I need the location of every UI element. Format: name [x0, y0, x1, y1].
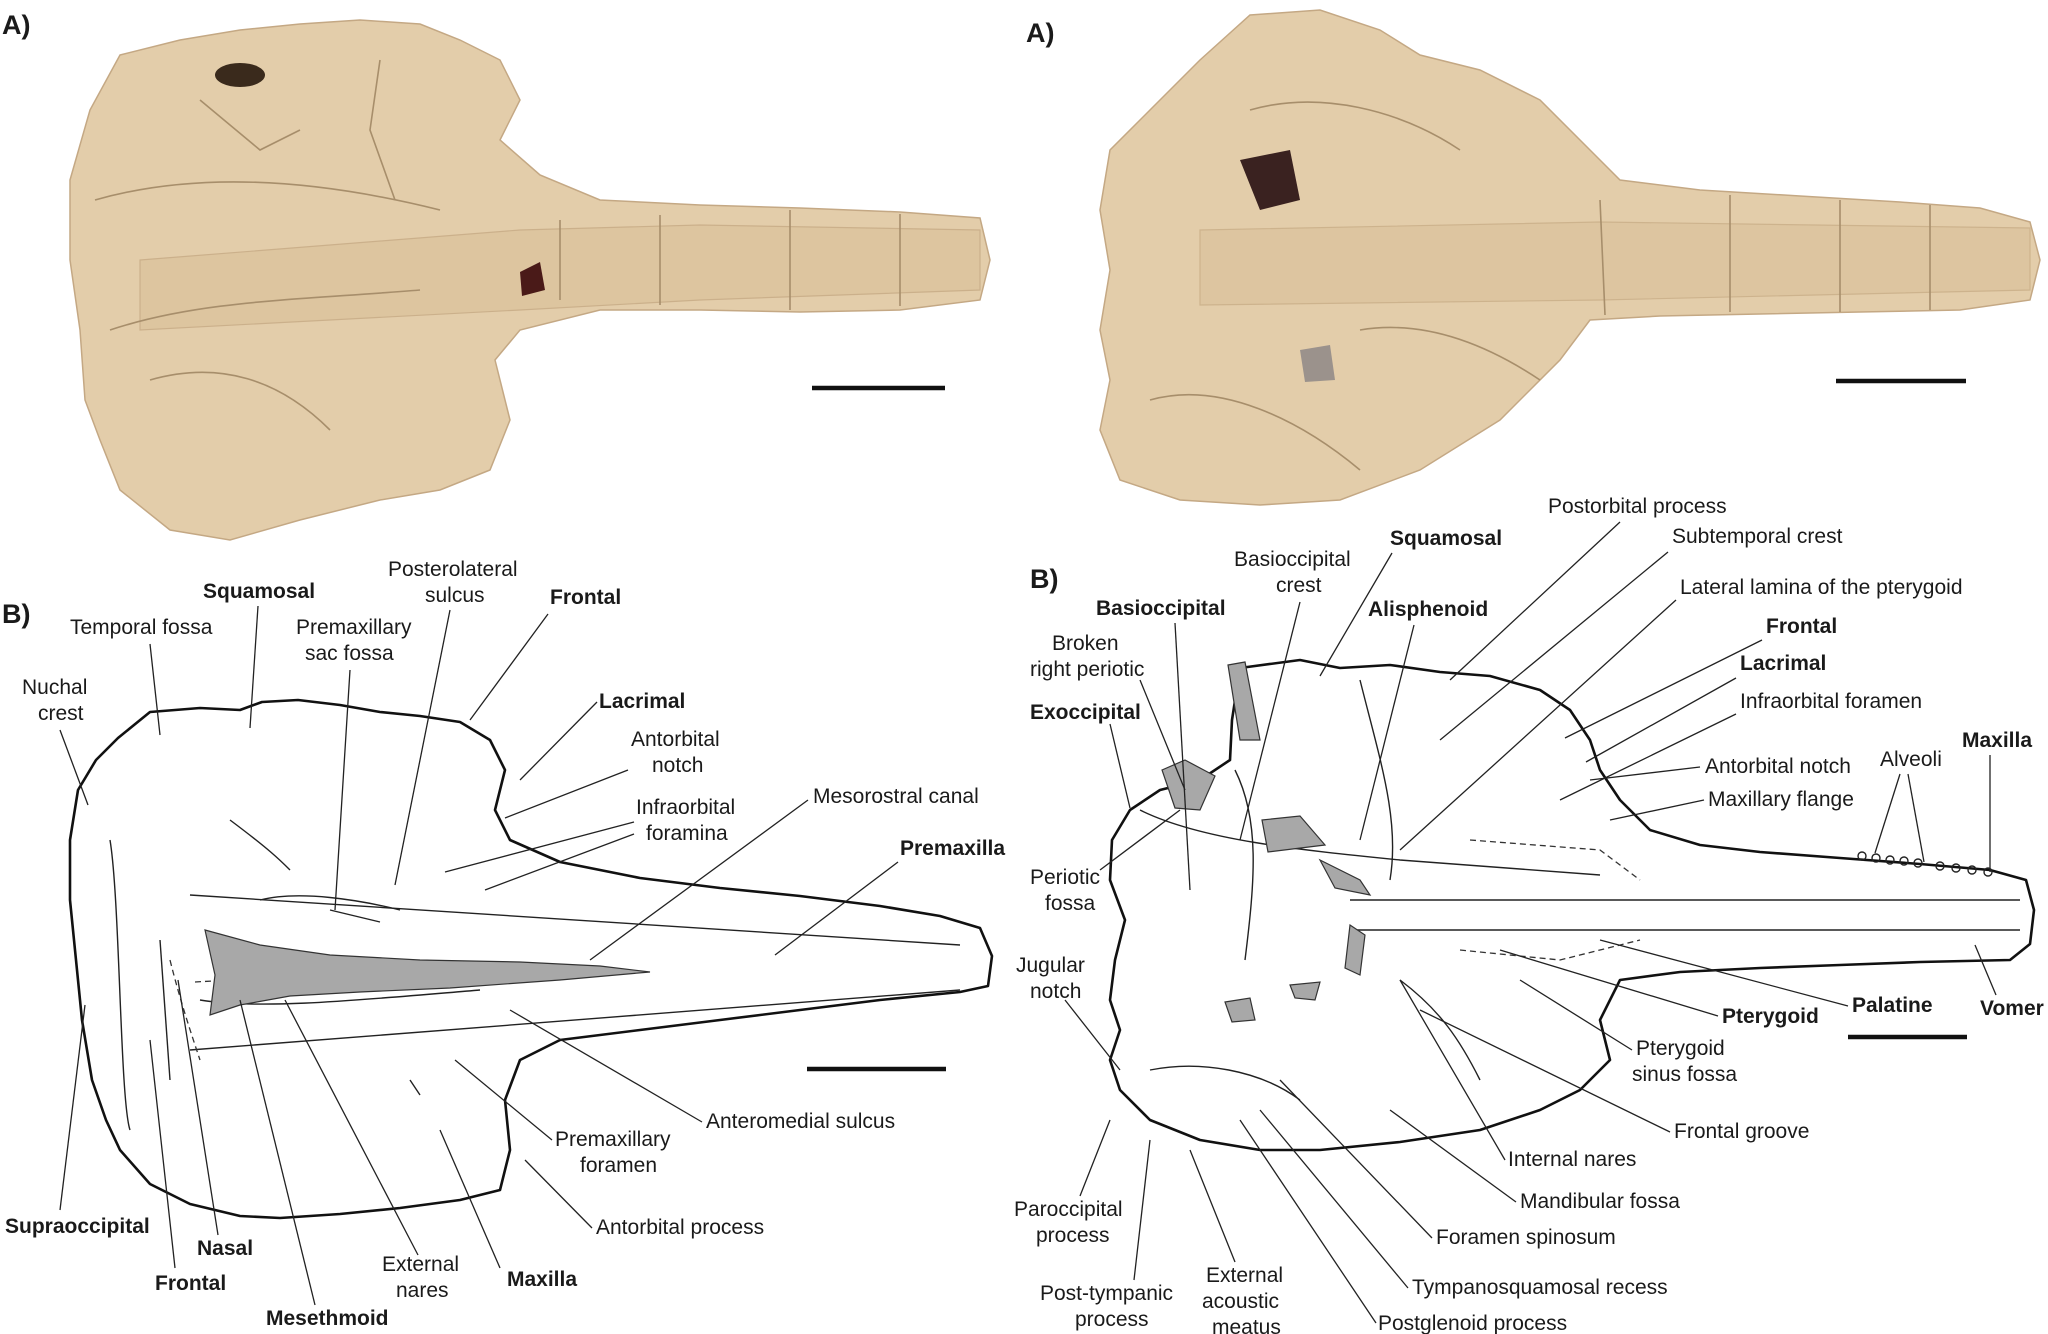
dorsal-skull-photo [69, 19, 991, 541]
label-nasal: Nasal [197, 1237, 253, 1260]
label-periotic-fossa: Periotic fossa [1030, 866, 1106, 915]
label-mesethmoid: Mesethmoid [266, 1307, 389, 1330]
panel-label-left-a: A) [2, 10, 31, 40]
label-frontal-ventral: Frontal [1766, 615, 1837, 638]
label-infraorbital-foramina: Infraorbital foramina [636, 796, 741, 845]
label-squamosal-ventral: Squamosal [1390, 527, 1502, 550]
ventral-leader-lines [1064, 521, 1997, 1324]
label-subtemporal-crest: Subtemporal crest [1672, 525, 1843, 548]
label-post-tympanic-process: Post-tympanic process [1040, 1282, 1179, 1331]
label-premaxillary-foramen: Premaxillary foramen [555, 1128, 676, 1177]
label-internal-nares: Internal nares [1508, 1148, 1636, 1171]
dorsal-labels: Squamosal Temporal fossa Nuchal crest Pr… [5, 558, 1005, 1330]
label-alveoli: Alveoli [1880, 748, 1942, 771]
dorsal-skull-drawing [68, 698, 994, 1220]
label-premaxilla: Premaxilla [900, 837, 1005, 860]
label-lacrimal-ventral: Lacrimal [1740, 652, 1826, 675]
ventral-labels: Postorbital process Subtemporal crest Sq… [1014, 495, 2044, 1334]
label-mesorostral-canal: Mesorostral canal [813, 785, 979, 808]
label-pterygoid: Pterygoid [1722, 1005, 1819, 1028]
ventral-skull-photo [1099, 9, 2041, 506]
panel-label-right-b: B) [1030, 564, 1059, 594]
label-alisphenoid: Alisphenoid [1368, 598, 1488, 621]
label-infraorbital-foramen: Infraorbital foramen [1740, 690, 1922, 713]
label-jugular-notch: Jugular notch [1016, 954, 1091, 1003]
label-postorbital-process: Postorbital process [1548, 495, 1727, 518]
label-palatine: Palatine [1852, 994, 1933, 1017]
label-antorbital-notch-dorsal: Antorbital notch [631, 728, 726, 777]
label-foramen-spinosum: Foramen spinosum [1436, 1226, 1616, 1249]
alveoli-marks [1857, 851, 1993, 877]
label-supraoccipital: Supraoccipital [5, 1215, 150, 1238]
ventral-skull-drawing [1108, 658, 2036, 1152]
label-premaxillary-sac-fossa: Premaxillary sac fossa [296, 616, 417, 665]
dorsal-leader-lines [59, 605, 899, 1306]
label-postglenoid-process: Postglenoid process [1378, 1312, 1567, 1334]
label-external-nares-dorsal: External nares [382, 1253, 465, 1302]
label-maxilla-ventral: Maxilla [1962, 729, 2032, 752]
label-posterolateral-sulcus: Posterolateral sulcus [388, 558, 523, 607]
label-vomer: Vomer [1980, 997, 2044, 1020]
label-frontal-groove: Frontal groove [1674, 1120, 1809, 1143]
label-temporal-fossa: Temporal fossa [70, 616, 213, 639]
label-squamosal: Squamosal [203, 580, 315, 603]
panel-label-left-b: B) [2, 599, 31, 629]
label-lacrimal-dorsal: Lacrimal [599, 690, 685, 713]
label-nuchal-crest: Nuchal crest [22, 676, 93, 725]
label-broken-periotic: Broken right periotic [1030, 632, 1144, 681]
label-mandibular-fossa: Mandibular fossa [1520, 1190, 1680, 1213]
label-anteromedial-sulcus: Anteromedial sulcus [706, 1110, 895, 1133]
label-external-acoustic-meatus: External acoustic meatus [1202, 1264, 1289, 1334]
label-antorbital-notch-ventral: Antorbital notch [1705, 755, 1851, 778]
label-maxillary-flange: Maxillary flange [1708, 788, 1854, 811]
label-antorbital-process: Antorbital process [596, 1216, 764, 1239]
label-tympanosquamosal-recess: Tympanosquamosal recess [1412, 1276, 1668, 1299]
panel-label-right-a: A) [1026, 18, 1055, 48]
label-frontal-bottom: Frontal [155, 1272, 226, 1295]
label-basioccipital: Basioccipital [1096, 597, 1226, 620]
label-frontal-top: Frontal [550, 586, 621, 609]
label-lateral-lamina: Lateral lamina of the pterygoid [1680, 576, 1963, 599]
label-maxilla-dorsal: Maxilla [507, 1268, 577, 1291]
label-pterygoid-sinus-fossa: Pterygoid sinus fossa [1632, 1037, 1737, 1086]
label-paroccipital-process: Paroccipital process [1014, 1198, 1128, 1247]
label-basioccipital-crest: Basioccipital crest [1234, 548, 1357, 597]
label-exoccipital: Exoccipital [1030, 701, 1141, 724]
